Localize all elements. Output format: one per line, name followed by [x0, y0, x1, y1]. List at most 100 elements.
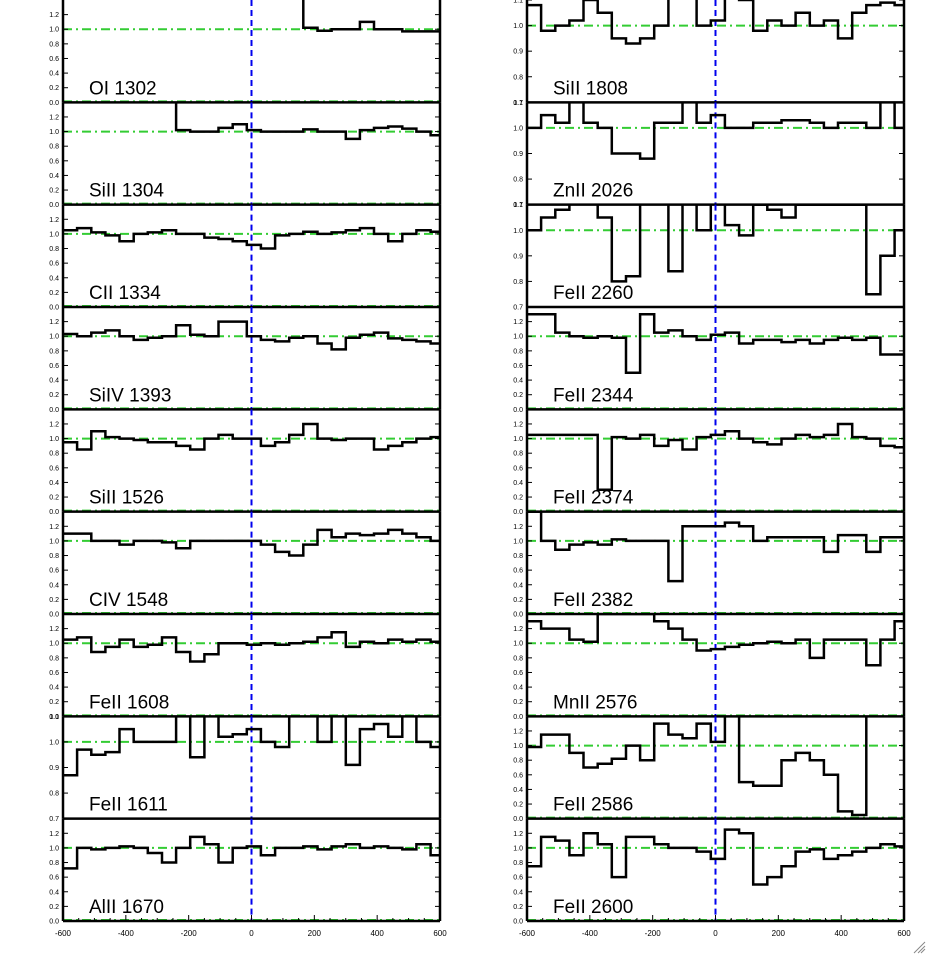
spectrum-histogram — [63, 226, 440, 250]
y-tick-label: 0.2 — [513, 495, 523, 502]
y-tick-label: 0.6 — [513, 363, 523, 370]
y-tick-label: 1.2 — [49, 524, 59, 531]
y-tick-label: 1.2 — [49, 831, 59, 838]
y-tick-label: 0.8 — [513, 860, 523, 867]
y-tick-label: 1.2 — [49, 626, 59, 633]
y-tick-label: 0.8 — [49, 451, 59, 458]
y-tick-label: 1.2 — [513, 728, 523, 735]
y-tick-label: 0.8 — [49, 860, 59, 867]
y-tick-label: 0.6 — [49, 875, 59, 882]
spectrum-histogram — [527, 422, 904, 491]
y-tick-label: 0.4 — [49, 480, 59, 487]
spectrum-histogram — [63, 422, 440, 451]
y-tick-label: 0.8 — [49, 655, 59, 662]
y-tick-label: 0.8 — [49, 348, 59, 355]
spectrum-histogram — [63, 835, 440, 870]
y-tick-label: 1.2 — [513, 524, 523, 531]
y-tick-label: 0.2 — [49, 699, 59, 706]
y-tick-label: 0.8 — [513, 758, 523, 765]
species-label: SiII 1526 — [89, 488, 164, 509]
y-tick-label: 0.0 — [49, 919, 59, 926]
panel-oi-1302: 0.00.20.40.60.81.01.2OI 1302 — [49, 0, 442, 107]
y-tick-label: 0.8 — [49, 791, 59, 798]
x-tick-label: 600 — [897, 929, 911, 938]
y-tick-label: 0.0 — [49, 100, 59, 107]
resize-grip-icon[interactable] — [913, 941, 926, 954]
y-tick-label: 1.0 — [49, 231, 59, 238]
y-tick-label: 1.0 — [49, 641, 59, 648]
species-label: FeII 2600 — [553, 897, 633, 918]
y-tick-label: 0.2 — [49, 85, 59, 92]
y-tick-label: 0.2 — [49, 597, 59, 604]
y-tick-label: 0.6 — [513, 670, 523, 677]
y-tick-label: 0.9 — [513, 49, 523, 56]
y-tick-label: 0.0 — [49, 305, 59, 312]
x-tick-label: 400 — [834, 929, 848, 938]
y-tick-label: 1.0 — [513, 538, 523, 545]
y-tick-label: 0.4 — [513, 480, 523, 487]
spectrum-histogram — [527, 828, 904, 886]
y-tick-label: 0.6 — [49, 568, 59, 575]
spectrum-histogram — [63, 716, 440, 777]
y-tick-label: 0.8 — [513, 348, 523, 355]
y-tick-label: 0.4 — [513, 787, 523, 794]
y-tick-label: 0.6 — [513, 568, 523, 575]
y-tick-label: 1.0 — [49, 334, 59, 341]
x-tick-label: 200 — [308, 929, 322, 938]
y-tick-label: 0.6 — [49, 158, 59, 165]
column-1: 0.0 0.2 0.4 0.6 0.8 1.0 1.2 OI 1302 0.0 0.2 0.4 0.6… — [49, 0, 447, 938]
species-label: OI 1302 — [89, 78, 157, 99]
y-tick-label: 1.2 — [49, 421, 59, 428]
y-tick-label: 1.1 — [49, 714, 59, 721]
y-tick-label: 0.4 — [49, 71, 59, 78]
y-tick-label: 0.6 — [513, 875, 523, 882]
y-tick-label: 0.8 — [49, 144, 59, 151]
y-tick-label: 1.2 — [49, 319, 59, 326]
spectrum-histogram — [527, 716, 868, 817]
y-tick-label: 1.0 — [49, 129, 59, 136]
y-tick-label: 0.2 — [513, 699, 523, 706]
y-tick-label: 1.0 — [513, 641, 523, 648]
y-tick-label: 1.0 — [49, 845, 59, 852]
y-tick-label: 0.8 — [513, 279, 523, 286]
species-label: FeII 2374 — [553, 488, 634, 509]
y-tick-label: 0.8 — [513, 451, 523, 458]
y-tick-label: 0.0 — [513, 612, 523, 619]
y-tick-label: 0.2 — [513, 597, 523, 604]
x-tick-label: -200 — [645, 929, 662, 938]
y-tick-label: 0.2 — [49, 290, 59, 297]
spectrum-histogram — [63, 320, 440, 351]
y-tick-label: 0.2 — [513, 392, 523, 399]
spectrum-histogram — [527, 102, 904, 160]
y-tick-label: 0.4 — [513, 378, 523, 385]
y-tick-label: 0.6 — [49, 363, 59, 370]
y-tick-label: 0.4 — [49, 889, 59, 896]
y-tick-label: 0.8 — [513, 553, 523, 560]
y-tick-label: 0.2 — [513, 904, 523, 911]
species-label: SiII 1808 — [553, 78, 628, 99]
y-tick-label: 1.1 — [513, 100, 523, 107]
y-tick-label: 0.6 — [49, 465, 59, 472]
y-tick-label: 0.0 — [513, 816, 523, 823]
species-label: AlII 1670 — [89, 897, 164, 918]
plot-root: 0.0 0.2 0.4 0.6 0.8 1.0 1.2 OI 1302 0.0 0.2 0.4 0.6… — [49, 0, 911, 938]
y-tick-label: 1.1 — [513, 202, 523, 209]
x-tick-label: -400 — [582, 929, 599, 938]
y-tick-label: 1.0 — [49, 436, 59, 443]
x-tick-label: 0 — [713, 929, 718, 938]
y-tick-label: 1.0 — [49, 739, 59, 746]
y-tick-label: 0.8 — [49, 553, 59, 560]
y-tick-label: 0.0 — [49, 612, 59, 619]
spectrum-histogram — [527, 204, 904, 296]
y-tick-label: 0.2 — [49, 392, 59, 399]
species-label: CIV 1548 — [89, 590, 168, 611]
x-tick-label: -600 — [519, 929, 536, 938]
x-tick-label: -400 — [118, 929, 135, 938]
spectrum-histogram — [527, 0, 904, 45]
